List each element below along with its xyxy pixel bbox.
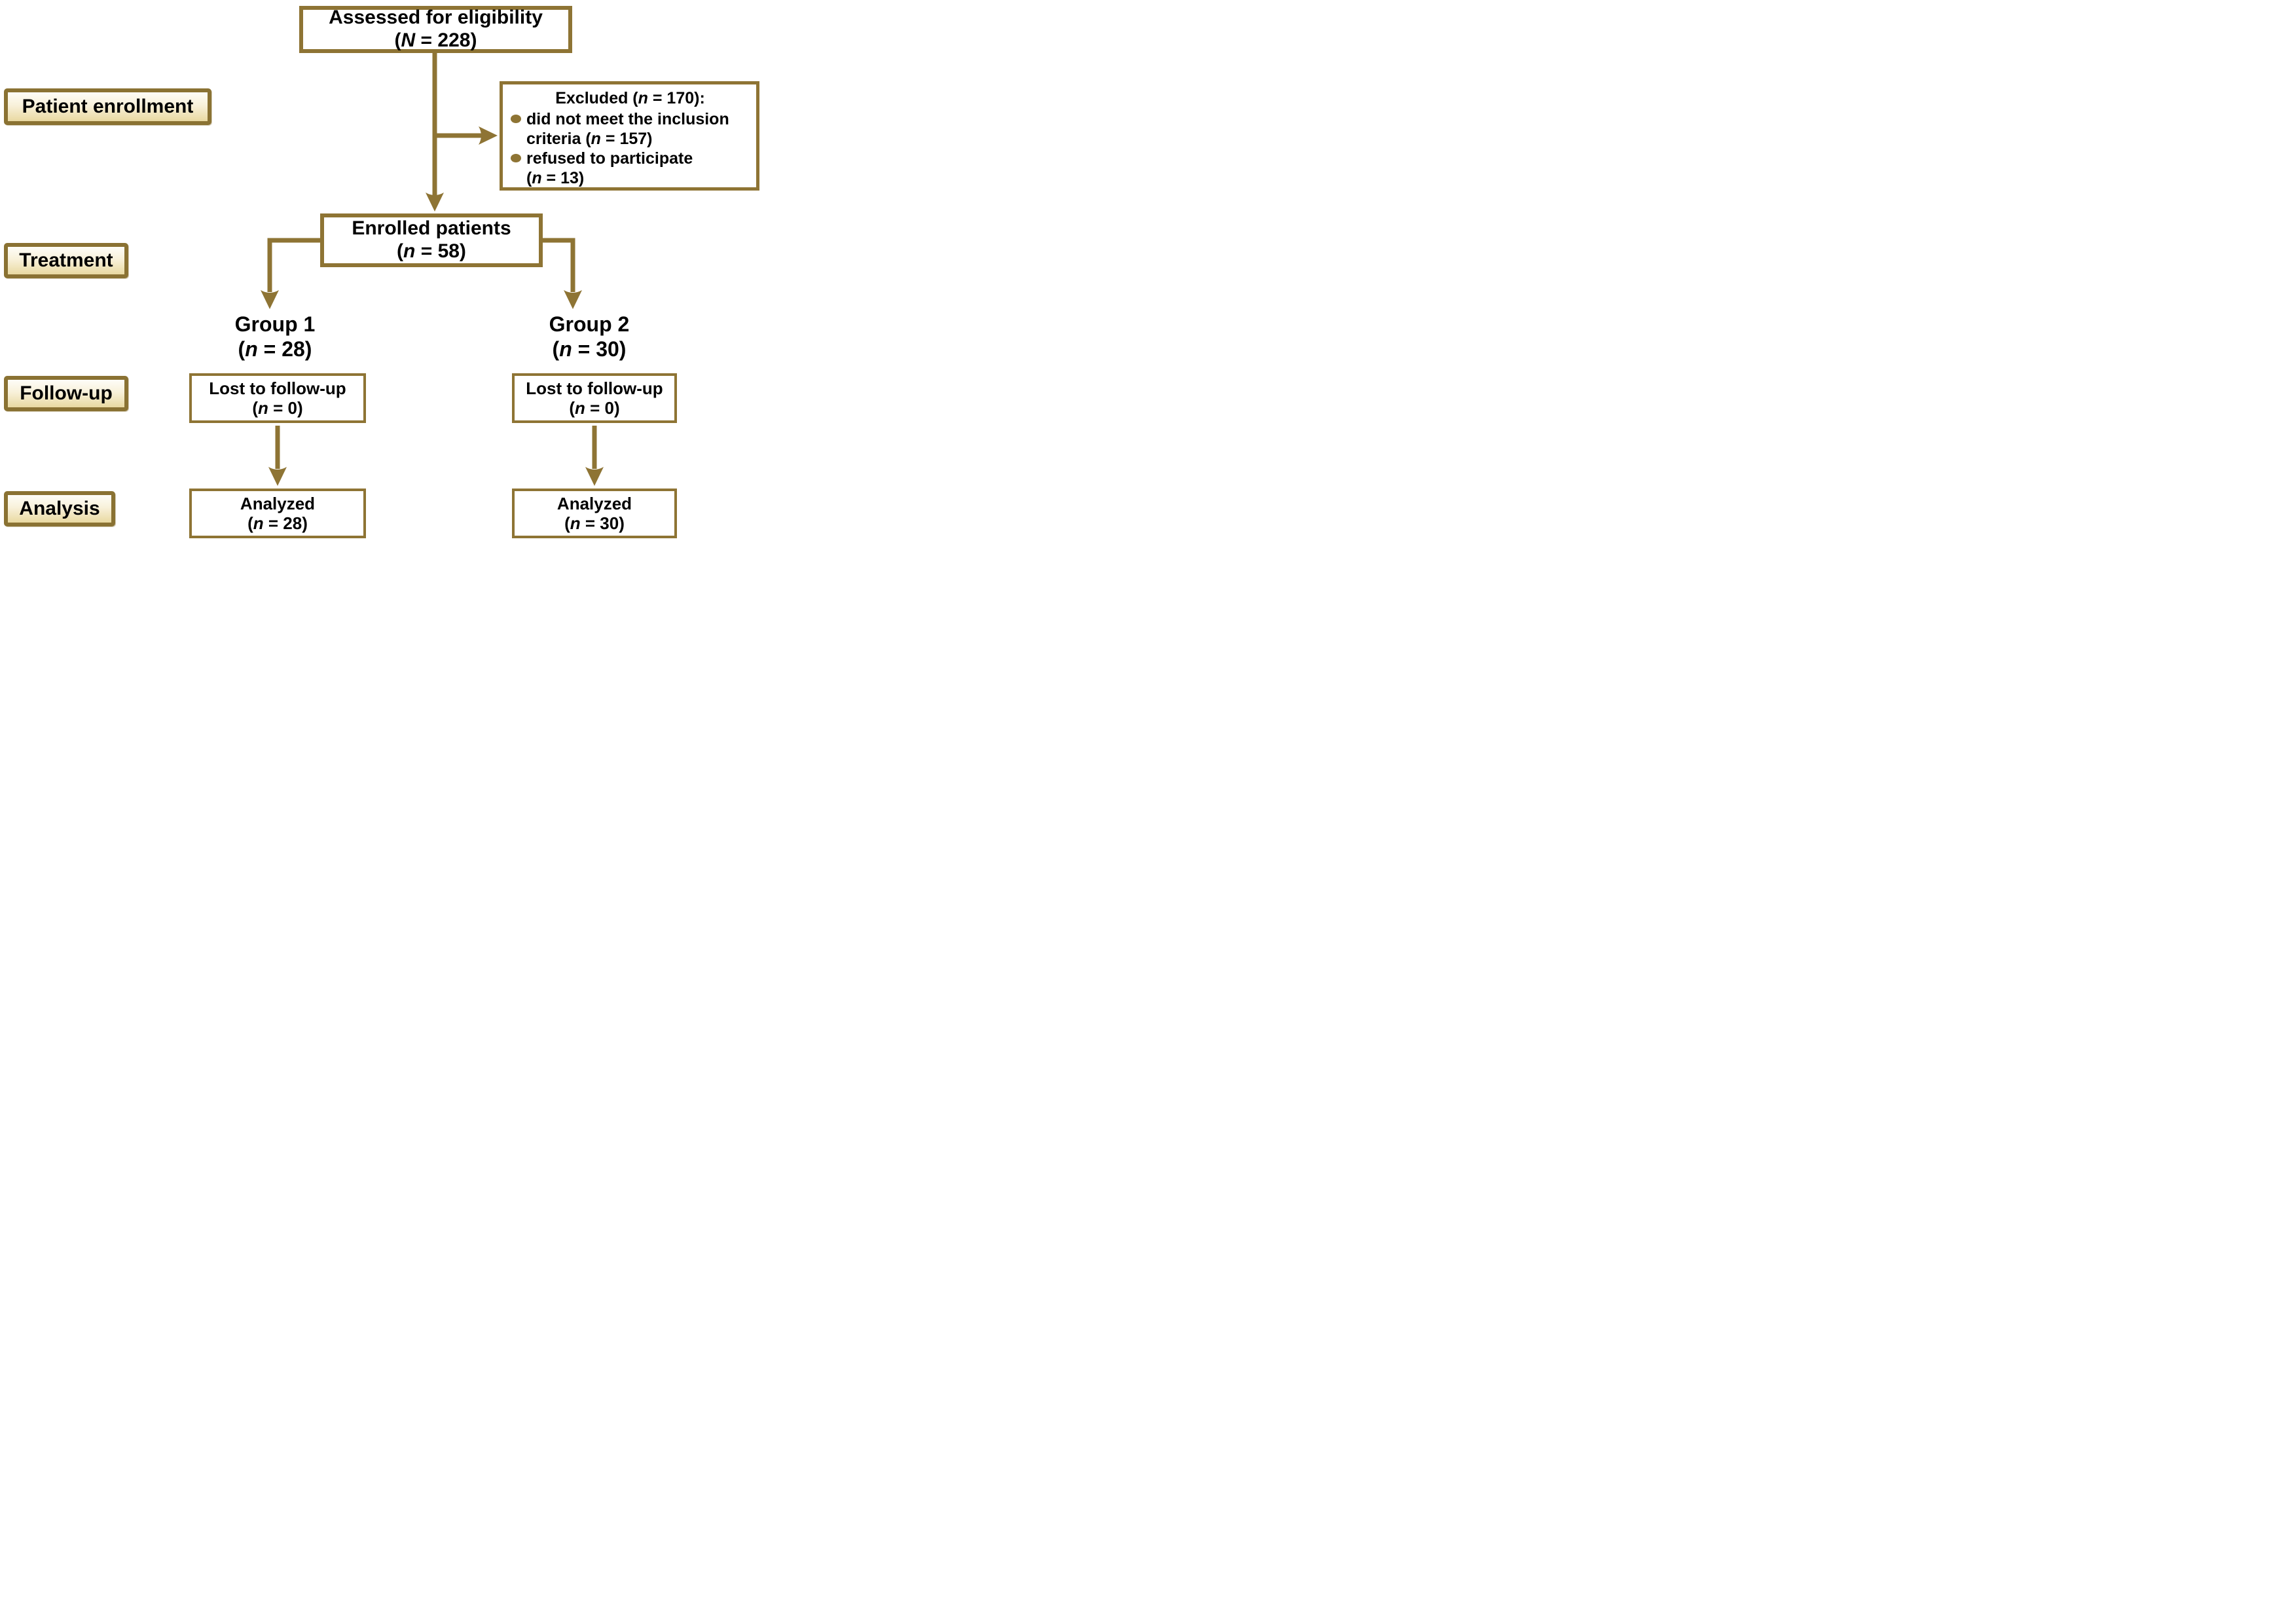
group2-text: Group 2(n = 30) bbox=[549, 312, 630, 361]
lost-to-followup-box-group1: Lost to follow-up(n = 0) bbox=[189, 373, 366, 423]
arrowhead-down-analyzed1 bbox=[268, 467, 287, 486]
enrolled-text: Enrolled patients(n = 58) bbox=[352, 217, 511, 262]
stage-label-treatment: Treatment bbox=[4, 243, 128, 278]
excluded-item-text: refused to participate(n = 13) bbox=[526, 149, 693, 187]
lost-to-followup-box-group2: Lost to follow-up(n = 0) bbox=[512, 373, 677, 423]
excluded-box: Excluded (n = 170): did not meet the inc… bbox=[500, 81, 759, 191]
arrowhead-down-enrolled bbox=[426, 193, 444, 212]
lost1-text: Lost to follow-up(n = 0) bbox=[209, 378, 346, 418]
stage-label-analysis: Analysis bbox=[4, 491, 115, 526]
group2-label: Group 2(n = 30) bbox=[504, 312, 674, 362]
assessed-text: Assessed for eligibility(N = 228) bbox=[329, 7, 543, 51]
group1-text: Group 1(n = 28) bbox=[234, 312, 316, 361]
stage-label-follow-up: Follow-up bbox=[4, 376, 128, 411]
bullet-icon bbox=[511, 115, 521, 123]
arrowhead-down-group1 bbox=[261, 290, 279, 309]
analyzed-box-group2: Analyzed(n = 30) bbox=[512, 489, 677, 538]
arrowhead-right-excluded bbox=[479, 126, 498, 145]
assessed-box: Assessed for eligibility(N = 228) bbox=[299, 6, 572, 53]
stage-label-text: Patient enrollment bbox=[22, 96, 194, 117]
excluded-item: refused to participate(n = 13) bbox=[509, 149, 751, 188]
analyzed1-text: Analyzed(n = 28) bbox=[240, 493, 316, 533]
stage-label-text: Analysis bbox=[19, 498, 100, 519]
analyzed-box-group1: Analyzed(n = 28) bbox=[189, 489, 366, 538]
group1-label: Group 1(n = 28) bbox=[190, 312, 360, 362]
arrowhead-down-analyzed2 bbox=[585, 467, 604, 486]
lost2-text: Lost to follow-up(n = 0) bbox=[526, 378, 663, 418]
analyzed2-text: Analyzed(n = 30) bbox=[556, 493, 632, 533]
stage-label-text: Follow-up bbox=[20, 382, 113, 404]
arrowhead-down-group2 bbox=[564, 290, 582, 309]
enrolled-box: Enrolled patients(n = 58) bbox=[320, 213, 543, 267]
stage-label-text: Treatment bbox=[19, 249, 113, 271]
arrow-enrolled-to-group2 bbox=[543, 238, 575, 292]
excluded-title: Excluded (n = 170): bbox=[555, 89, 705, 107]
bullet-icon bbox=[511, 154, 521, 162]
consort-flow-diagram: Patient enrollment Treatment Follow-up A… bbox=[0, 0, 765, 542]
arrow-enrolled-to-group1 bbox=[267, 238, 320, 292]
stage-label-patient-enrollment: Patient enrollment bbox=[4, 88, 211, 125]
flow-connectors bbox=[261, 53, 604, 486]
